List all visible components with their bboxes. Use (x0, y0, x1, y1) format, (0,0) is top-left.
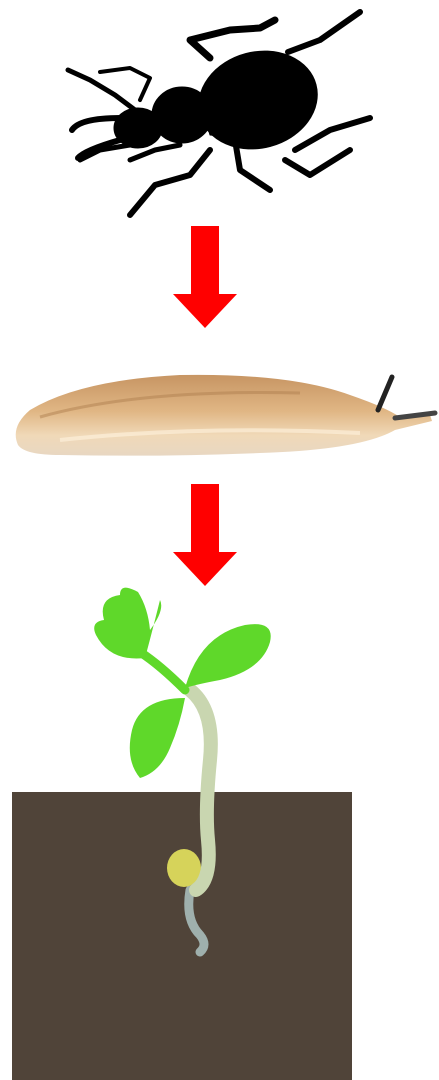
beetle-node (60, 0, 390, 225)
seedling-node (0, 580, 439, 1080)
arrow-down-icon (170, 480, 240, 588)
soil (12, 792, 352, 1080)
seedling-icon (0, 580, 439, 1080)
arrow-beetle-to-slug (170, 222, 240, 330)
slug-node (0, 355, 439, 465)
beetle-icon (60, 0, 390, 225)
slug-icon (0, 355, 439, 465)
arrow-slug-to-seedling (170, 480, 240, 588)
arrow-down-icon (170, 222, 240, 330)
